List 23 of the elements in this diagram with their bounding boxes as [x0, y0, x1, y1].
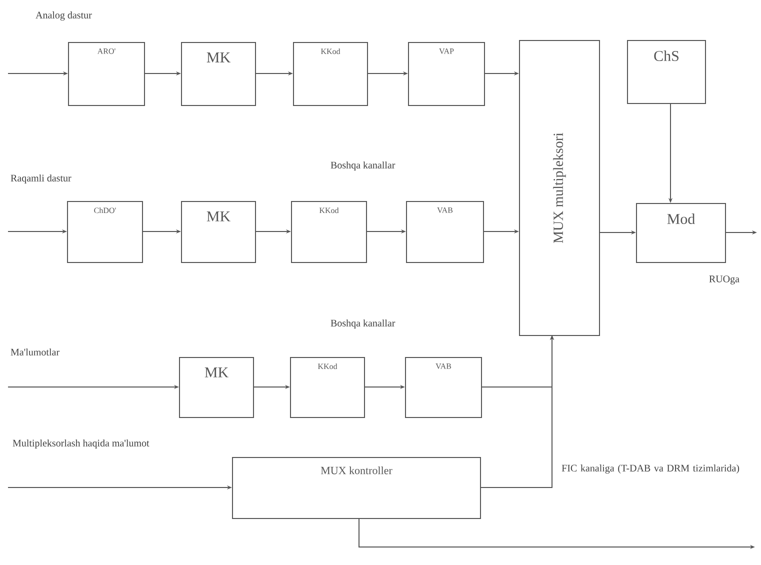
- block-box: ARO': [68, 42, 145, 106]
- text-label: Multipleksorlash haqida ma'lumot: [12, 439, 150, 449]
- block-box: MK: [181, 42, 256, 106]
- multiplexer-box: MUX multipleksori: [519, 40, 600, 336]
- block-box: MK: [181, 201, 256, 263]
- text-label: Boshqa kanallar: [330, 161, 396, 171]
- text-label: Raqamli dastur: [10, 174, 72, 184]
- text-label: Analog dastur: [36, 11, 92, 21]
- block-box: KKod: [293, 42, 368, 106]
- block-box: KKod: [290, 357, 365, 418]
- controller-box: MUX kontroller: [232, 456, 481, 519]
- block-box: VAP: [408, 42, 485, 106]
- block-box: ChS: [627, 40, 706, 104]
- block-box: VAB: [406, 201, 484, 263]
- block-box: VAB: [405, 357, 482, 418]
- block-box: MK: [179, 357, 254, 418]
- block-box: ChDO': [67, 201, 143, 263]
- text-label: Boshqa kanallar: [330, 319, 396, 329]
- block-box: KKod: [291, 201, 367, 263]
- text-label: FIC kanaliga (T-DAB va DRM tizimlarida): [562, 464, 740, 474]
- text-label: RUOga: [709, 276, 740, 284]
- block-box: Mod: [636, 203, 726, 263]
- text-label: Ma'lumotlar: [10, 348, 60, 356]
